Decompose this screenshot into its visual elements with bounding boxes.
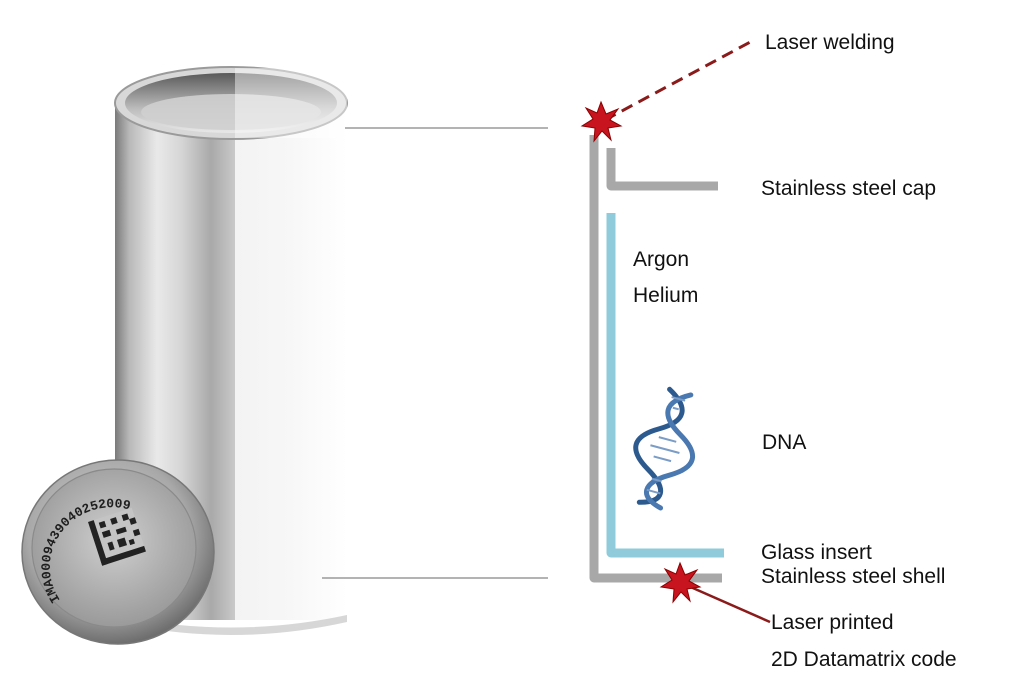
stainless-steel-shell-label: Stainless steel shell (761, 565, 946, 588)
laser-welding-label: Laser welding (765, 31, 895, 54)
cap-face-ring (31, 468, 197, 628)
cap-photo (21, 459, 215, 645)
glass-insert (606, 213, 724, 558)
vial-photo (114, 66, 348, 635)
laser-welding-line (604, 38, 755, 122)
dna-icon (633, 386, 696, 511)
datamatrix-icon (88, 507, 146, 566)
vial-body-right (235, 105, 347, 620)
laser-printed-line (685, 583, 771, 624)
vial-bottom (115, 615, 347, 635)
dna-label: DNA (762, 431, 807, 454)
laser-weld-burst-icon (580, 100, 623, 143)
svg-text:IMA0009439040252009: IMA0009439040252009 (39, 496, 132, 606)
laser-printed-label: Laser printed (771, 611, 894, 634)
datamatrix-code-label: 2D Datamatrix code (771, 648, 957, 671)
argon-label: Argon (633, 248, 690, 271)
helium-label: Helium (633, 284, 699, 307)
cap-engraving-text: IMA0009439040252009 (39, 496, 132, 606)
glass-insert-label: Glass insert (761, 541, 872, 564)
steel-cap (606, 148, 718, 191)
vial-opening-floor (141, 94, 321, 130)
stainless-steel-cap-label: Stainless steel cap (761, 177, 937, 200)
vial-half-fade (235, 68, 347, 138)
laser-print-burst-icon (659, 561, 702, 604)
